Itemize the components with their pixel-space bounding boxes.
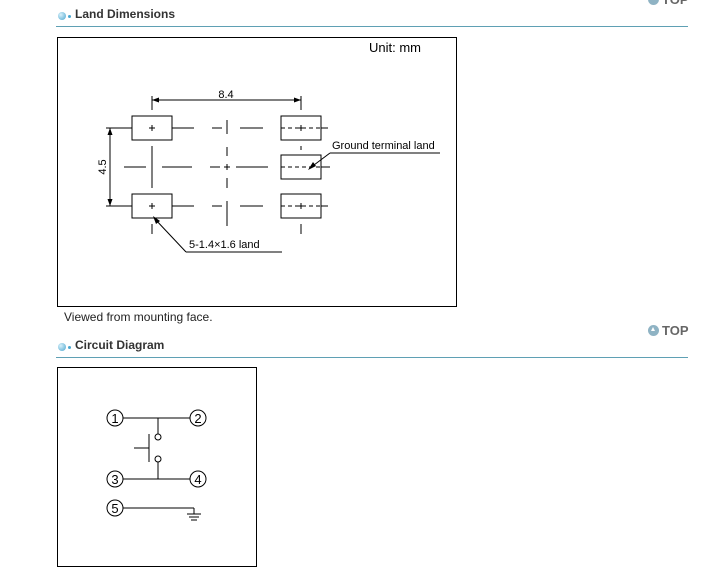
bullet-dot-icon (68, 346, 71, 349)
pin-3-label: 3 (111, 472, 118, 487)
pin-2-label: 2 (194, 411, 201, 426)
circuit-diagram: 1 2 3 4 5 (106, 409, 207, 521)
section-title: Circuit Diagram (75, 338, 165, 352)
circuit-diagram-frame: 1 2 3 4 5 (57, 367, 257, 567)
circuit-diagram-heading: Circuit Diagram (56, 337, 688, 358)
unit-label: Unit: mm (369, 40, 421, 55)
up-arrow-icon (648, 0, 659, 5)
land-dimensions-heading: Land Dimensions (56, 6, 688, 27)
bullet-dot-icon (68, 15, 71, 18)
up-arrow-icon (648, 325, 659, 336)
ground-terminal-label: Ground terminal land (332, 140, 435, 152)
bullet-icon (58, 12, 66, 20)
section-title: Land Dimensions (75, 7, 176, 21)
dim-horizontal-label: 8.4 (218, 89, 233, 101)
mounting-face-caption: Viewed from mounting face. (64, 310, 213, 324)
bullet-icon (58, 343, 66, 351)
land-diagram-frame: Unit: mm 8.4 4.5 Ground terminal land 5-… (57, 37, 457, 307)
ground-land-pad (280, 154, 322, 180)
top-link-label: TOP (662, 323, 689, 338)
pin-5-label: 5 (111, 501, 118, 516)
dim-vertical-label: 4.5 (97, 159, 109, 174)
pin-1-label: 1 (111, 411, 118, 426)
pin-4-label: 4 (194, 472, 201, 487)
top-link-label: TOP (662, 0, 689, 7)
land-diagram: Unit: mm 8.4 4.5 Ground terminal land 5-… (97, 40, 440, 253)
top-link[interactable]: TOP (648, 323, 689, 338)
land-size-label: 5-1.4×1.6 land (189, 239, 260, 251)
top-link-upper[interactable]: TOP (648, 0, 689, 7)
